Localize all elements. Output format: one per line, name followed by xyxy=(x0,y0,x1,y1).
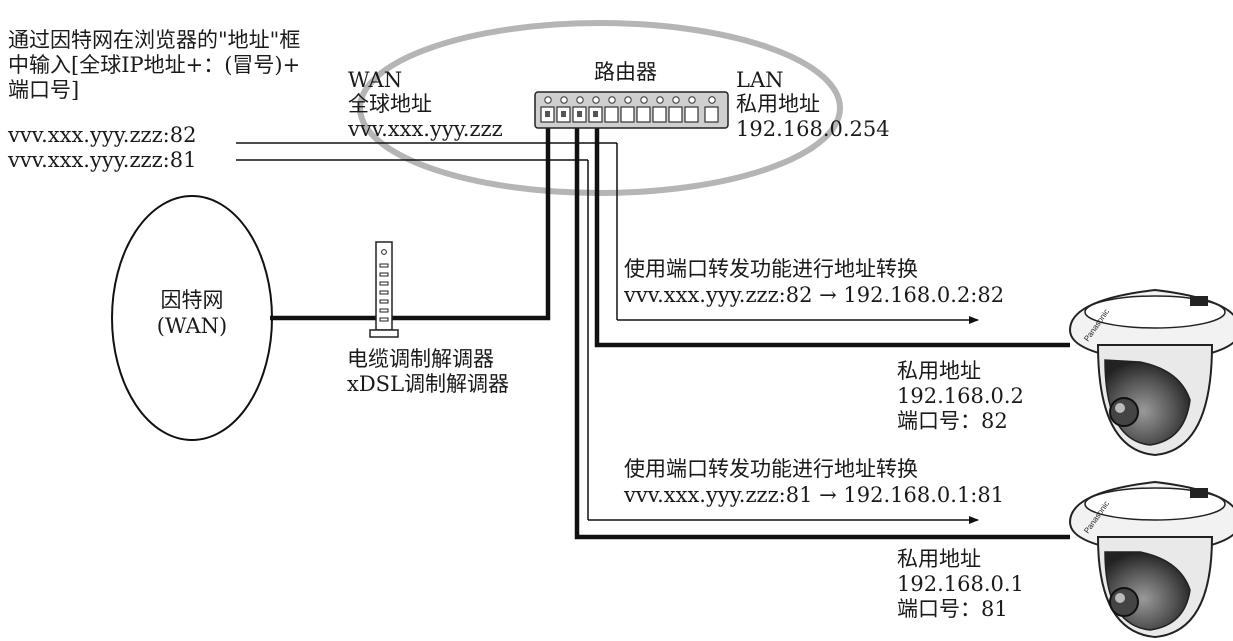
instruction-line-2: 中输入[全球IP地址+：(冒号)+ xyxy=(8,53,300,77)
router-title: 路由器 xyxy=(594,60,657,84)
camera-1-label: 私用地址 xyxy=(897,359,981,383)
camera-2-address: 192.168.0.1 xyxy=(897,572,1024,596)
lan-label: 私用地址 xyxy=(736,92,820,116)
camera-2-label: 私用地址 xyxy=(897,547,981,571)
modem-label-2: xDSL调制解调器 xyxy=(347,372,509,396)
camera-2 xyxy=(1068,480,1233,639)
wan-label: 全球地址 xyxy=(348,92,432,116)
camera-2-port: 端口号：81 xyxy=(897,597,1008,621)
forward-1-mapping: vvv.xxx.yyy.zzz:82 → 192.168.0.2:82 xyxy=(623,283,1004,307)
address-port-81: vvv.xxx.yyy.zzz:81 xyxy=(7,148,196,172)
lan-title: LAN xyxy=(736,68,784,92)
wan-address: vvv.xxx.yyy.zzz xyxy=(347,117,503,141)
router-zone-ellipse xyxy=(357,20,843,196)
lan-cable-camera1 xyxy=(594,120,1070,348)
internet-sub-label: (WAN) xyxy=(157,314,227,338)
camera-1 xyxy=(1068,288,1233,457)
lan-cable-camera2 xyxy=(574,120,1070,540)
forward-2-title: 使用端口转发功能进行地址转换 xyxy=(624,457,918,481)
forward-2-mapping: vvv.xxx.yyy.zzz:81 → 192.168.0.1:81 xyxy=(623,483,1004,507)
router-leds xyxy=(544,96,716,104)
instruction-line-1: 通过因特网在浏览器的"地址"框 xyxy=(8,28,300,52)
instruction-line-3: 端口号] xyxy=(8,78,79,102)
lan-address: 192.168.0.254 xyxy=(736,117,890,141)
forward-1-title: 使用端口转发功能进行地址转换 xyxy=(624,257,918,281)
camera-1-address: 192.168.0.2 xyxy=(897,384,1024,408)
router-ports xyxy=(540,106,719,123)
wan-cable xyxy=(270,120,551,321)
modem-label-1: 电缆调制解调器 xyxy=(347,347,494,371)
wan-title: WAN xyxy=(348,68,402,92)
internet-label: 因特网 xyxy=(161,288,224,312)
router-device xyxy=(534,91,729,129)
modem-device xyxy=(369,241,399,338)
address-port-82: vvv.xxx.yyy.zzz:82 xyxy=(7,123,196,147)
camera-1-port: 端口号：82 xyxy=(897,409,1008,433)
